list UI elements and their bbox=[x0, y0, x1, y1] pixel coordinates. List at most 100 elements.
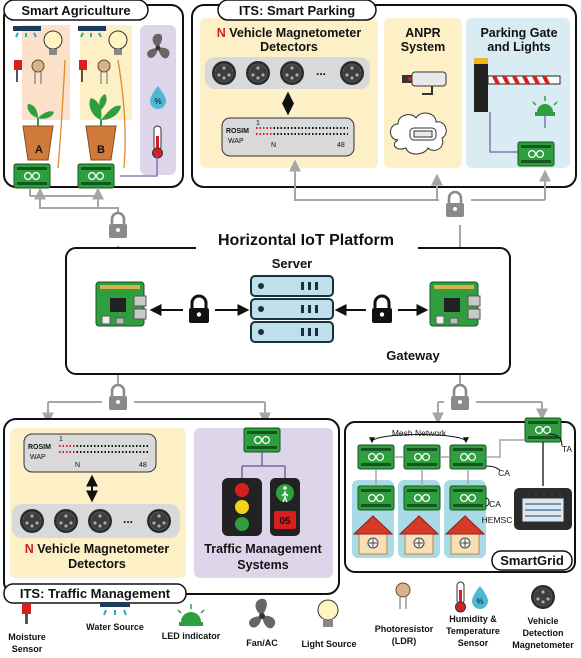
moisture-sensor-icon bbox=[14, 60, 87, 82]
legend-fan-icon: Fan/AC bbox=[246, 598, 278, 648]
thermometer-icon bbox=[152, 125, 163, 159]
lock-icon bbox=[100, 210, 136, 248]
parking-puck-ellipsis: ... bbox=[316, 64, 326, 78]
lock-icon bbox=[100, 382, 136, 420]
gate-led-indicator-icon bbox=[532, 96, 558, 116]
rosim-wap-label: WAP bbox=[228, 138, 244, 145]
pot-a-label: A bbox=[35, 144, 43, 156]
magnetometer-puck bbox=[211, 60, 237, 86]
legend-light-label: Light Source bbox=[301, 639, 356, 649]
gateway-board-right bbox=[429, 281, 481, 327]
pedestrian-countdown: 05 bbox=[279, 516, 291, 527]
smart-parking-title: ITS: Smart Parking bbox=[239, 3, 355, 18]
rosim-start-index: 1 bbox=[256, 120, 260, 127]
legend-moisture-line1: Moisture bbox=[8, 632, 46, 642]
rosim-end-index: 48 bbox=[139, 462, 147, 469]
gate-controller-board bbox=[517, 141, 555, 167]
iot-platform-title: Horizontal IoT Platform bbox=[218, 232, 394, 249]
agri-controller-board-a bbox=[13, 163, 51, 189]
lock-icon bbox=[437, 189, 473, 227]
parking-gate-icon bbox=[474, 58, 561, 112]
gateway-label: Gateway bbox=[386, 348, 440, 363]
legend-photoresistor: Photoresistor (LDR) bbox=[375, 582, 434, 646]
traffic-management-title: ITS: Traffic Management bbox=[20, 586, 171, 601]
traffic-puck-ellipsis: ... bbox=[123, 512, 133, 526]
plant-pot-a: A bbox=[22, 104, 54, 161]
mesh-network-label: Mesh Network bbox=[392, 428, 447, 438]
hemsc-label: HEMSC bbox=[482, 515, 513, 525]
grid-meter-board bbox=[449, 485, 487, 511]
traffic-management-panel: ITS: Traffic Management ROSIM WAP 1 48 N… bbox=[3, 418, 340, 604]
magnetometer-puck bbox=[245, 60, 271, 86]
ta-label: TA bbox=[562, 444, 573, 454]
fan-ac-icon bbox=[147, 33, 170, 59]
server-label: Server bbox=[272, 256, 312, 271]
smart-agriculture-panel: Smart Agriculture bbox=[3, 0, 184, 189]
smart-agriculture-title: Smart Agriculture bbox=[21, 3, 130, 18]
svg-text:%: % bbox=[154, 97, 161, 106]
smartgrid-panel: Mesh Network CA CA TA HEMSC SmartGrid bbox=[344, 417, 576, 573]
pedestrian-signal-icon: 05 bbox=[270, 478, 300, 536]
magnetometer-puck bbox=[87, 508, 113, 534]
rosim-end-index: 48 bbox=[337, 142, 345, 149]
legend-moisture-line2: Sensor bbox=[12, 644, 43, 654]
traffic-detectors-line1: Vehicle Magnetometer bbox=[34, 542, 170, 556]
legend-humidity-temperature: % Humidity & Temperature Sensor bbox=[446, 581, 500, 648]
traffic-controller-board bbox=[243, 427, 281, 453]
photoresistor-ldr-icon bbox=[31, 59, 111, 84]
gate-line2: and Lights bbox=[487, 40, 550, 54]
gate-line1: Parking Gate bbox=[480, 26, 557, 40]
smart-parking-panel: ITS: Smart Parking N Vehicle Magnetomete… bbox=[191, 0, 577, 188]
server-link-lock-icon bbox=[181, 293, 217, 331]
rosim-start-index: 1 bbox=[59, 436, 63, 443]
light-source-icon bbox=[43, 30, 128, 55]
legend-humidity-line2: Temperature bbox=[446, 626, 500, 636]
legend-magneto-line2: Detection bbox=[522, 628, 563, 638]
grid-ta-board bbox=[524, 417, 562, 443]
pot-b-label: B bbox=[97, 144, 105, 156]
legend-humidity-line3: Sensor bbox=[458, 638, 489, 648]
legend-led-indicator: LED indicator bbox=[162, 604, 221, 641]
anpr-line2: System bbox=[401, 40, 445, 54]
humidity-sensor-icon: % bbox=[150, 86, 166, 109]
traffic-systems-line2: Systems bbox=[237, 558, 288, 572]
legend-ldr-line1: Photoresistor bbox=[375, 624, 434, 634]
anpr-camera-icon bbox=[402, 71, 447, 95]
water-source-icon bbox=[13, 26, 106, 38]
rosim-n-index: N bbox=[271, 142, 276, 149]
traffic-rosim-board: ROSIM WAP 1 48 N bbox=[23, 433, 157, 473]
traffic-light-icon bbox=[222, 478, 262, 536]
magnetometer-puck bbox=[279, 60, 305, 86]
gateway-board-left bbox=[95, 281, 147, 327]
agri-controller-board-b bbox=[77, 163, 115, 189]
plant-pot-b: B bbox=[85, 94, 121, 161]
legend-magneto-line1: Vehicle bbox=[527, 616, 558, 626]
lock-icon bbox=[442, 382, 478, 420]
traffic-n-prefix: N bbox=[25, 542, 34, 556]
legend-water-source: Water Source bbox=[86, 602, 144, 632]
rosim-wap-label: WAP bbox=[30, 454, 46, 461]
rosim-label: ROSIM bbox=[28, 444, 51, 451]
magnetometer-puck bbox=[53, 508, 79, 534]
traffic-detectors-line2: Detectors bbox=[68, 557, 126, 571]
legend: Moisture Sensor Water Source LED indicat… bbox=[8, 581, 574, 654]
anpr-line1: ANPR bbox=[405, 26, 440, 40]
traffic-systems-line1: Traffic Management bbox=[204, 542, 322, 556]
legend-magnetometer: Vehicle Detection Magnetometer bbox=[512, 584, 574, 650]
magnetometer-puck bbox=[339, 60, 365, 86]
ca-label: CA bbox=[498, 468, 510, 478]
substation-transformer-icon bbox=[514, 488, 572, 530]
grid-node-board bbox=[403, 444, 441, 470]
legend-humidity-line1: Humidity & bbox=[449, 614, 497, 624]
legend-led-label: LED indicator bbox=[162, 631, 221, 641]
grid-node-board bbox=[357, 444, 395, 470]
anpr-car-cloud-icon bbox=[390, 112, 447, 155]
legend-moisture-sensor: Moisture Sensor bbox=[8, 603, 46, 654]
legend-light-source: Light Source bbox=[301, 599, 357, 649]
grid-meter-board bbox=[357, 485, 395, 511]
magnetometer-puck bbox=[146, 508, 172, 534]
server-stack-icon bbox=[250, 275, 334, 343]
smartgrid-title: SmartGrid bbox=[500, 553, 564, 568]
legend-magneto-line3: Magnetometer bbox=[512, 640, 574, 650]
